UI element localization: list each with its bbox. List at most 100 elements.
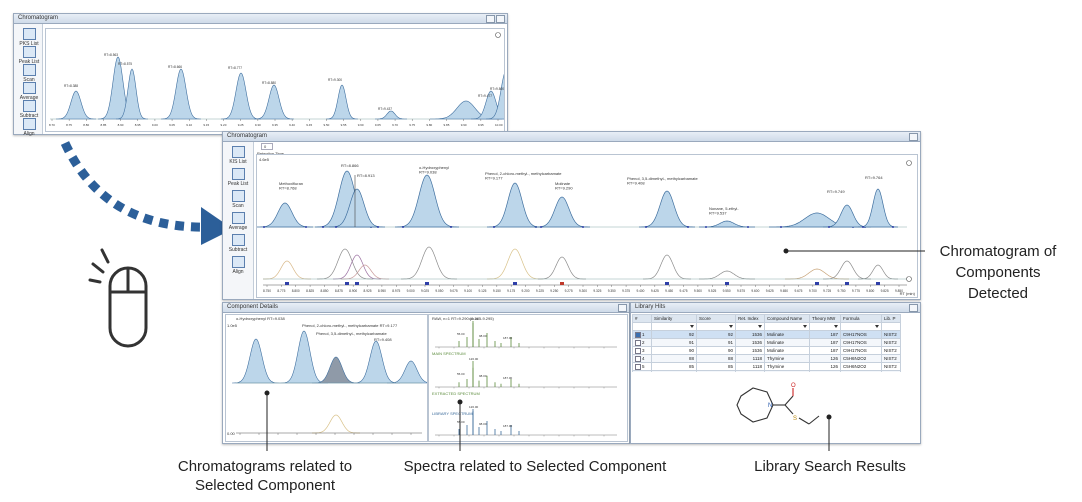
main-sidebar-scan-button[interactable]: Scan [225, 190, 251, 209]
top-window-close-button[interactable] [496, 15, 505, 23]
main-peak[interactable] [487, 182, 543, 228]
component-peak[interactable] [312, 356, 360, 384]
top-sidebar-kis-button[interactable]: PKS List [16, 28, 42, 47]
zoom-reset-icon[interactable] [906, 160, 912, 166]
top-sidebar-scan-button[interactable]: Scan [16, 64, 42, 83]
component-details-close-button[interactable] [618, 304, 627, 312]
component-marker[interactable] [845, 282, 849, 285]
row-checkbox[interactable] [635, 331, 641, 338]
filter-ret-index[interactable] [735, 322, 765, 331]
main-sidebar-subtract-button[interactable]: Subtract [225, 234, 251, 253]
component-trace[interactable] [341, 264, 389, 280]
top-window-maximize-button[interactable] [486, 15, 495, 23]
top-peak[interactable] [221, 72, 261, 120]
selected-component-trace[interactable] [312, 414, 360, 434]
zoom-in-icon[interactable] [906, 276, 912, 282]
top-peak[interactable] [326, 84, 358, 120]
main-peak[interactable] [639, 190, 695, 228]
main-peak[interactable] [329, 188, 385, 228]
component-marker[interactable] [345, 282, 349, 285]
row-checkbox[interactable] [635, 371, 641, 372]
col-number[interactable]: # [632, 314, 652, 323]
row-checkbox[interactable] [635, 355, 641, 362]
top-peak[interactable] [116, 68, 148, 120]
col-compound-name[interactable]: Compound Name [764, 314, 810, 323]
component-trace[interactable] [401, 246, 457, 280]
filter-score[interactable] [696, 322, 736, 331]
component-trace[interactable] [263, 260, 311, 280]
main-peak[interactable] [257, 202, 313, 228]
col-ret-index[interactable]: Ret. Index [735, 314, 765, 323]
dashed-arrow-shaft [60, 141, 211, 232]
top-x-tick-label: 9.35 [272, 123, 278, 127]
main-window-close-button[interactable] [909, 133, 918, 141]
component-trace[interactable] [317, 248, 373, 280]
row-checkbox[interactable] [635, 339, 641, 346]
component-marker[interactable] [285, 282, 289, 285]
component-marker[interactable] [876, 282, 880, 285]
library-hit-row[interactable]: 680801118Thymine126C5H6N2O2NIST2 [632, 370, 901, 372]
top-peak[interactable] [375, 110, 407, 120]
main-sidebar-align-button[interactable]: Align [225, 256, 251, 275]
component-marker[interactable] [425, 282, 429, 285]
main-toolbar-combo[interactable]: 0 [261, 143, 274, 150]
filter-similarity[interactable] [651, 322, 697, 331]
main-peak[interactable] [699, 220, 755, 228]
component-marker[interactable] [560, 282, 564, 285]
top-peak[interactable] [254, 84, 294, 120]
col-theory-mw[interactable]: Theory MW [809, 314, 841, 323]
component-marker[interactable] [665, 282, 669, 285]
component-trace[interactable] [858, 264, 898, 280]
row-checkbox[interactable] [635, 363, 641, 370]
main-x-tick-label: 9.700 [809, 289, 817, 293]
component-peak[interactable] [387, 360, 427, 384]
component-marker[interactable] [513, 282, 517, 285]
component-trace[interactable] [487, 248, 543, 280]
top-sidebar-average-button[interactable]: Average [16, 82, 42, 101]
component-trace[interactable] [538, 256, 586, 280]
spectrum-mass-label: 126.00 [469, 405, 479, 409]
main-peak[interactable] [534, 196, 590, 228]
component-trace[interactable] [699, 270, 755, 280]
library-hits-close-button[interactable] [909, 304, 918, 312]
component-peak[interactable] [280, 330, 328, 384]
main-sidebar-average-button[interactable]: Average [225, 212, 251, 231]
col-score[interactable]: Score [696, 314, 736, 323]
top-peak[interactable] [486, 71, 504, 120]
filter-compound[interactable] [764, 322, 810, 331]
component-trace[interactable] [643, 254, 691, 280]
top-peak[interactable] [471, 90, 504, 120]
filter-mw[interactable] [809, 322, 841, 331]
col-lib[interactable]: Lib. P [881, 314, 901, 323]
component-chromatogram-plot[interactable]: o-Hydroxyphenyl RT=9.038 1.0e5 0.00 Phen… [225, 314, 428, 442]
col-similarity[interactable]: Similarity [651, 314, 697, 323]
top-sidebar-subtract-button[interactable]: Subtract [16, 100, 42, 119]
top-peak[interactable] [56, 90, 96, 120]
top-sidebar-peaklist-button[interactable]: Peak List [16, 46, 42, 65]
component-marker[interactable] [355, 282, 359, 285]
row-checkbox[interactable] [635, 347, 641, 354]
component-trace[interactable] [785, 268, 849, 280]
component-peak[interactable] [232, 338, 280, 384]
filter-formula[interactable] [840, 322, 882, 331]
main-sidebar-peaklist-button[interactable]: Peak List [225, 168, 251, 187]
component-marker[interactable] [815, 282, 819, 285]
col-formula[interactable]: Formula [840, 314, 882, 323]
main-peak[interactable] [395, 174, 459, 228]
main-peak[interactable] [858, 188, 898, 228]
component-peak[interactable] [352, 340, 400, 384]
zoom-reset-icon[interactable] [495, 32, 501, 38]
top-sidebar-align-button[interactable]: Align [16, 118, 42, 137]
top-peak[interactable] [161, 68, 201, 120]
component-trace[interactable] [333, 254, 381, 280]
main-sidebar-kis-button[interactable]: KIS List [225, 146, 251, 165]
component-marker[interactable] [725, 282, 729, 285]
